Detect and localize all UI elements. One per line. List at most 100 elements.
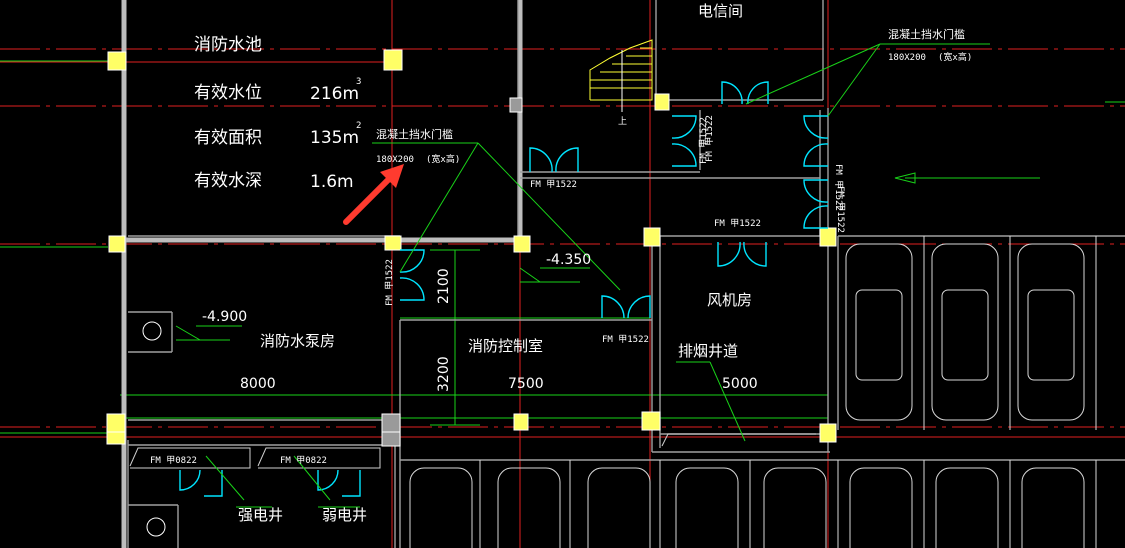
green-guide-lines — [0, 60, 1125, 434]
leader-lines — [175, 43, 1040, 508]
door-swing — [803, 205, 829, 229]
info-label: 有效水位 — [194, 83, 262, 103]
door-label: FM 甲1522 — [714, 218, 761, 229]
level-pump: -4.900 — [202, 309, 247, 325]
level-marks: -4.900 -4.350 — [202, 252, 591, 325]
sill-left-size: 180X200 — [376, 155, 414, 165]
door-swing — [803, 115, 829, 139]
info-sup: 2 — [356, 121, 361, 131]
door-swing — [721, 81, 743, 105]
car — [941, 289, 989, 381]
column — [654, 93, 670, 111]
info-value: 1.6m — [310, 172, 354, 192]
door-swing — [204, 470, 223, 497]
door-labels: FM 甲1522 FM 甲1522 FM 甲1522 FM 甲1522 FM 甲… — [150, 115, 846, 466]
info-value: 135m — [310, 128, 359, 148]
room-pump: 消防水泵房 — [260, 332, 335, 350]
door-swing — [671, 143, 697, 167]
door-swing — [399, 277, 425, 301]
level-control: -4.350 — [546, 252, 591, 268]
parking-area — [409, 236, 1097, 548]
door-label: FM 甲1522 — [530, 179, 577, 190]
column — [383, 49, 403, 71]
door-swing — [671, 115, 697, 139]
info-label: 有效面积 — [194, 128, 262, 148]
room-telecom: 电信间 — [698, 2, 743, 20]
room-control: 消防控制室 — [468, 337, 543, 355]
sill-right-size: 180X200 — [888, 53, 926, 63]
car — [935, 467, 999, 548]
door-label: FM 甲1522 — [833, 164, 844, 211]
car — [409, 467, 473, 548]
room-smoke-shaft: 排烟井道 — [678, 342, 738, 360]
dim-2100: 2100 — [436, 268, 452, 304]
column — [107, 51, 127, 71]
car — [931, 243, 999, 421]
column — [819, 227, 837, 247]
dim-7500: 7500 — [508, 376, 544, 392]
stair-up-label: 上 — [618, 116, 627, 127]
door-swing — [601, 295, 625, 319]
red-arrow-icon — [343, 164, 404, 225]
pipe-circles — [142, 321, 166, 537]
room-strong-shaft: 强电井 — [238, 506, 283, 524]
door-swing — [627, 295, 651, 319]
sill-right-title: 混凝土挡水门槛 — [888, 27, 965, 41]
room-weak-shaft: 弱电井 — [322, 506, 367, 524]
door-label: FM 甲1522 — [704, 115, 715, 162]
dim-5000: 5000 — [722, 376, 758, 392]
car — [845, 243, 913, 421]
column — [513, 413, 529, 431]
door-swing — [399, 249, 425, 273]
door-swing — [179, 469, 201, 491]
door-swing — [555, 147, 579, 173]
column — [513, 235, 531, 253]
column — [381, 413, 401, 433]
sill-left-title: 混凝土挡水门槛 — [376, 127, 453, 141]
info-value: 216m — [310, 84, 359, 104]
room-labels: 电信间 风机房 消防水泵房 消防控制室 排烟井道 强电井 弱电井 上 — [238, 2, 752, 524]
column — [108, 235, 126, 253]
door-label: FM 甲1522 — [835, 186, 846, 233]
dim-8000: 8000 — [240, 376, 276, 392]
shaft-outlines — [129, 433, 816, 469]
sill-annotations: 混凝土挡水门槛 180X200 (宽x高) 混凝土挡水门槛 180X200 (宽… — [376, 27, 972, 165]
door-swing — [743, 241, 767, 267]
column — [641, 411, 661, 431]
info-block: 消防水池 有效水位 216m 3 有效面积 135m 2 有效水深 1.6m — [194, 35, 361, 192]
car — [763, 467, 827, 548]
door-swing — [803, 179, 829, 203]
door-label: FM 甲0822 — [280, 455, 327, 466]
column — [381, 431, 401, 447]
stair-symbol — [589, 39, 653, 112]
column — [509, 97, 523, 113]
column — [106, 431, 126, 445]
dim-3200: 3200 — [436, 356, 452, 392]
column — [106, 413, 126, 433]
sill-right-unit: (宽x高) — [938, 51, 972, 63]
sill-left-unit: (宽x高) — [426, 153, 460, 165]
car — [587, 467, 651, 548]
car — [497, 467, 561, 548]
door-swing — [317, 469, 339, 491]
info-sup: 3 — [356, 77, 361, 87]
door-swing — [529, 147, 553, 173]
car — [1027, 289, 1075, 381]
column — [819, 423, 837, 443]
pool-title: 消防水池 — [194, 35, 262, 55]
door-swing — [342, 470, 361, 497]
door-swing — [803, 143, 829, 167]
columns — [106, 49, 837, 447]
info-label: 有效水深 — [194, 171, 262, 191]
door-swing — [747, 81, 769, 105]
car — [849, 467, 913, 548]
door-label: FM 甲0822 — [150, 455, 197, 466]
car — [855, 289, 903, 381]
doors — [179, 81, 829, 497]
door-swing — [717, 241, 741, 267]
room-fan: 风机房 — [707, 291, 752, 309]
column — [643, 227, 661, 247]
